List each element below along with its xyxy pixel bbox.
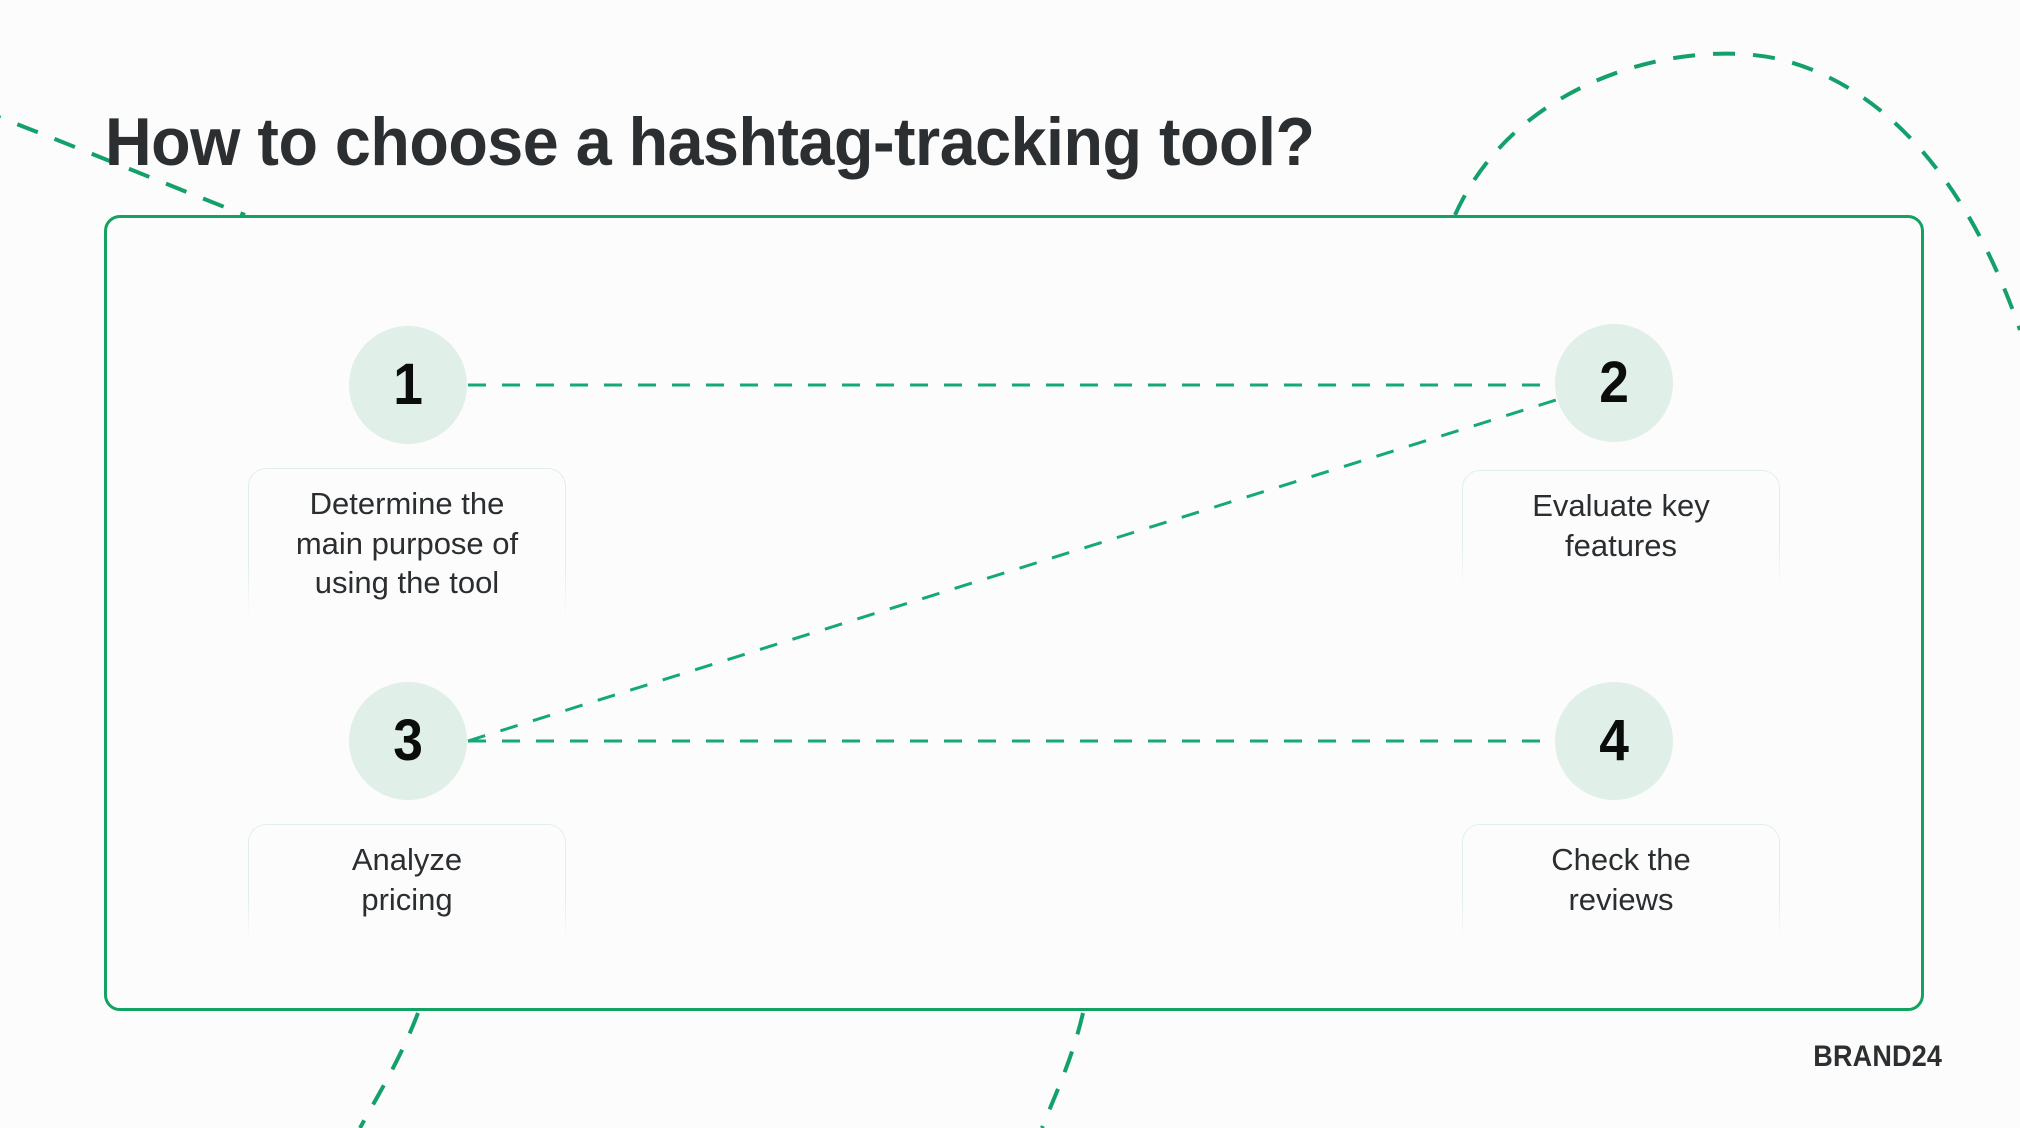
decor-curve-bottom-right: [1040, 1012, 1085, 1128]
decor-curve-bottom-left: [358, 1012, 420, 1128]
step-1-number-badge: 1: [349, 326, 467, 444]
brand-logo: BRAND24: [1813, 1040, 1942, 1073]
step-4-number-badge: 4: [1555, 682, 1673, 800]
step-3-number-badge: 3: [349, 682, 467, 800]
step-4-label-box: Check the reviews: [1462, 824, 1780, 952]
step-2-number-badge: 2: [1555, 324, 1673, 442]
step-3-number: 3: [393, 708, 423, 773]
step-1-number: 1: [393, 352, 423, 417]
step-2-label-box: Evaluate key features: [1462, 470, 1780, 598]
step-2-number: 2: [1599, 350, 1629, 415]
step-3-label-box: Analyze pricing: [248, 824, 566, 952]
page-title: How to choose a hashtag-tracking tool?: [105, 103, 1315, 180]
step-1-label-box: Determine the main purpose of using the …: [248, 468, 566, 636]
diagram-panel: [104, 215, 1924, 1011]
step-4-number: 4: [1599, 708, 1629, 773]
